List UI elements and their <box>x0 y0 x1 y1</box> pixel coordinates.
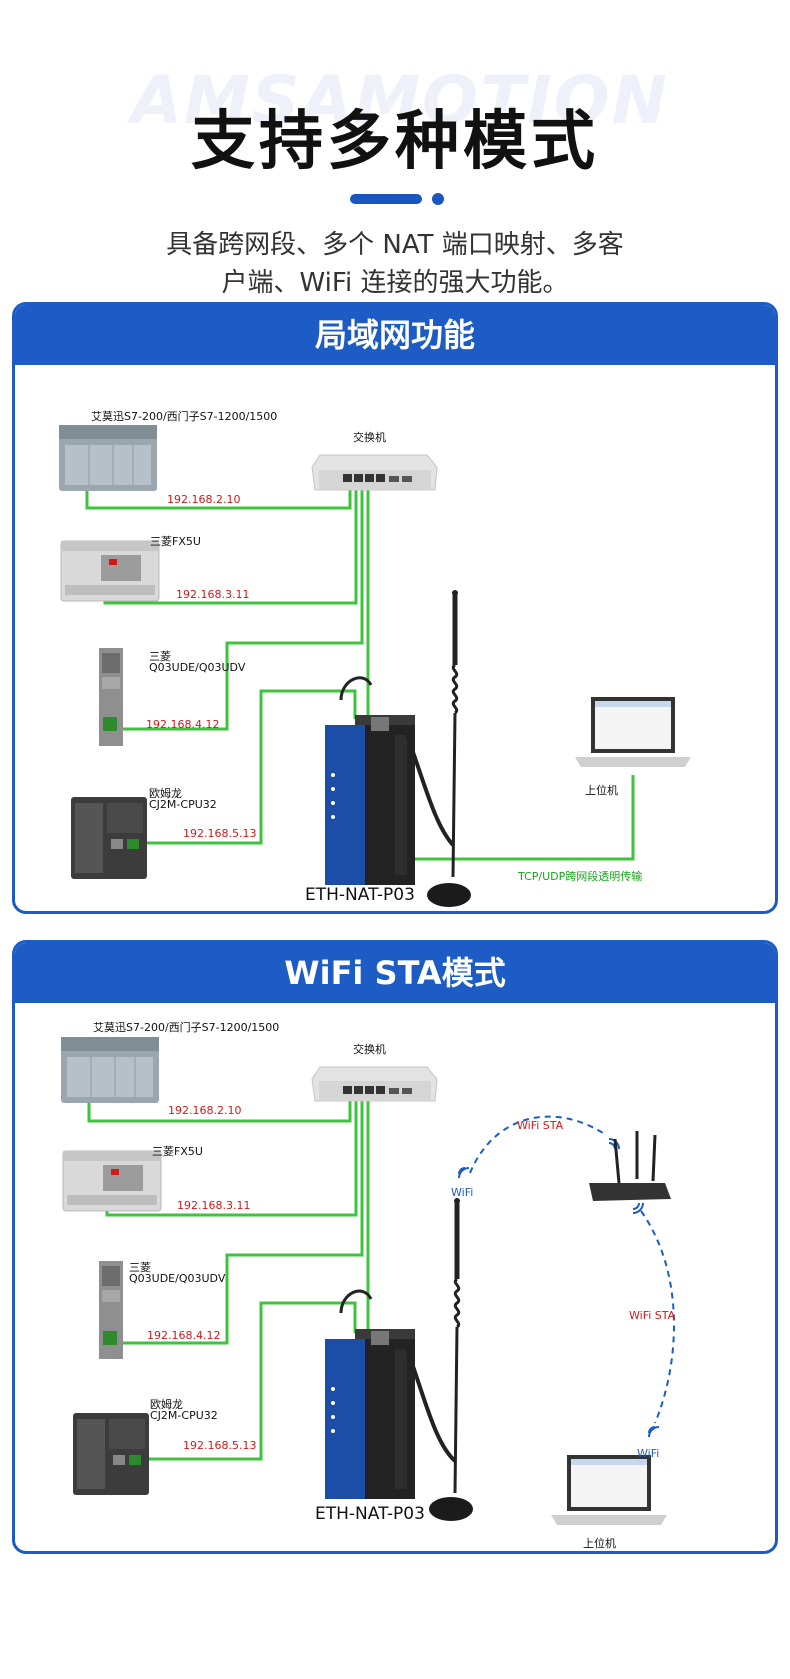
plc1-ip: 192.168.2.10 <box>168 1104 242 1117</box>
network-cables <box>85 483 635 861</box>
mitsubishi-fx5u-icon <box>60 540 160 602</box>
plc3-label-2: Q03UDE/Q03UDV <box>149 661 246 674</box>
device-name: ETH-NAT-P03 <box>315 1504 425 1524</box>
lan-diagram <box>59 425 691 907</box>
device-name: ETH-NAT-P03 <box>305 885 415 905</box>
plc3-ip: 192.168.4.12 <box>146 718 220 731</box>
mitsubishi-q03-icon <box>99 1261 123 1359</box>
plc4-label-2: CJ2M-CPU32 <box>149 798 217 811</box>
page-title: 支持多种模式 <box>191 105 599 179</box>
link-label: TCP/UDP跨网段透明传输 <box>518 870 643 883</box>
mitsubishi-fx5u-icon <box>62 1150 162 1212</box>
antenna-icon <box>405 1198 473 1521</box>
plc1-label: 艾莫迅S7-200/西门子S7-1200/1500 <box>93 1021 280 1034</box>
plc4-ip: 192.168.5.13 <box>183 1439 257 1452</box>
gateway-device-icon <box>325 1289 415 1499</box>
host-label: 上位机 <box>583 1537 616 1550</box>
plc3-ip: 192.168.4.12 <box>147 1329 221 1342</box>
siemens-plc-icon <box>61 1037 159 1103</box>
lan-function-panel: 局域网功能 <box>12 302 778 914</box>
wifi-label-2: WiFi <box>637 1447 660 1460</box>
omron-cj2m-icon <box>71 797 147 879</box>
laptop-icon <box>575 697 691 767</box>
antenna-icon <box>405 590 471 907</box>
brand-watermark: AMSAMOTION <box>130 62 670 139</box>
subtitle-line-2: 户端、WiFi 连接的强大功能。 <box>221 268 569 298</box>
plc1-ip: 192.168.2.10 <box>167 493 241 506</box>
switch-icon <box>311 454 438 491</box>
plc2-label: 三菱FX5U <box>150 535 201 548</box>
wifi-label-1: WiFi <box>451 1186 474 1199</box>
plc4-label-1: 欧姆龙 <box>150 1398 183 1411</box>
wifi-links <box>469 1115 675 1424</box>
plc2-label: 三菱FX5U <box>152 1145 203 1158</box>
page-subtitle: 具备跨网段、多个 NAT 端口映射、多客 户端、WiFi 连接的强大功能。 <box>95 226 695 302</box>
mitsubishi-q03-icon <box>99 648 123 746</box>
wifi-sta-label-2: WiFi STA <box>629 1309 676 1322</box>
panel-title: WiFi STA模式 <box>15 943 775 1003</box>
siemens-plc-icon <box>59 425 157 491</box>
plc3-label-1: 三菱 <box>149 650 171 663</box>
plc2-ip: 192.168.3.11 <box>176 588 250 601</box>
plc4-label-2: CJ2M-CPU32 <box>150 1409 218 1422</box>
wifi-sta-panel: WiFi STA模式 <box>12 940 778 1554</box>
wifi-sta-diagram <box>61 1037 675 1525</box>
wifi-signal-icon <box>458 1138 660 1438</box>
plc3-label-1: 三菱 <box>129 1261 151 1274</box>
laptop-icon <box>551 1455 667 1525</box>
plc3-label-2: Q03UDE/Q03UDV <box>129 1272 226 1285</box>
plc4-label-1: 欧姆龙 <box>149 787 182 800</box>
plc1-label: 艾莫迅S7-200/西门子S7-1200/1500 <box>91 410 278 423</box>
plc2-ip: 192.168.3.11 <box>177 1199 251 1212</box>
plc4-ip: 192.168.5.13 <box>183 827 257 840</box>
gateway-device-icon <box>325 676 415 885</box>
subtitle-line-1: 具备跨网段、多个 NAT 端口映射、多客 <box>166 230 624 260</box>
switch-label: 交换机 <box>353 431 386 444</box>
wifi-sta-label-1: WiFi STA <box>517 1119 564 1132</box>
switch-label: 交换机 <box>353 1043 386 1056</box>
omron-cj2m-icon <box>73 1413 149 1495</box>
router-icon <box>589 1131 671 1201</box>
host-label: 上位机 <box>585 784 618 797</box>
switch-icon <box>311 1066 438 1102</box>
panel-title: 局域网功能 <box>15 305 775 365</box>
